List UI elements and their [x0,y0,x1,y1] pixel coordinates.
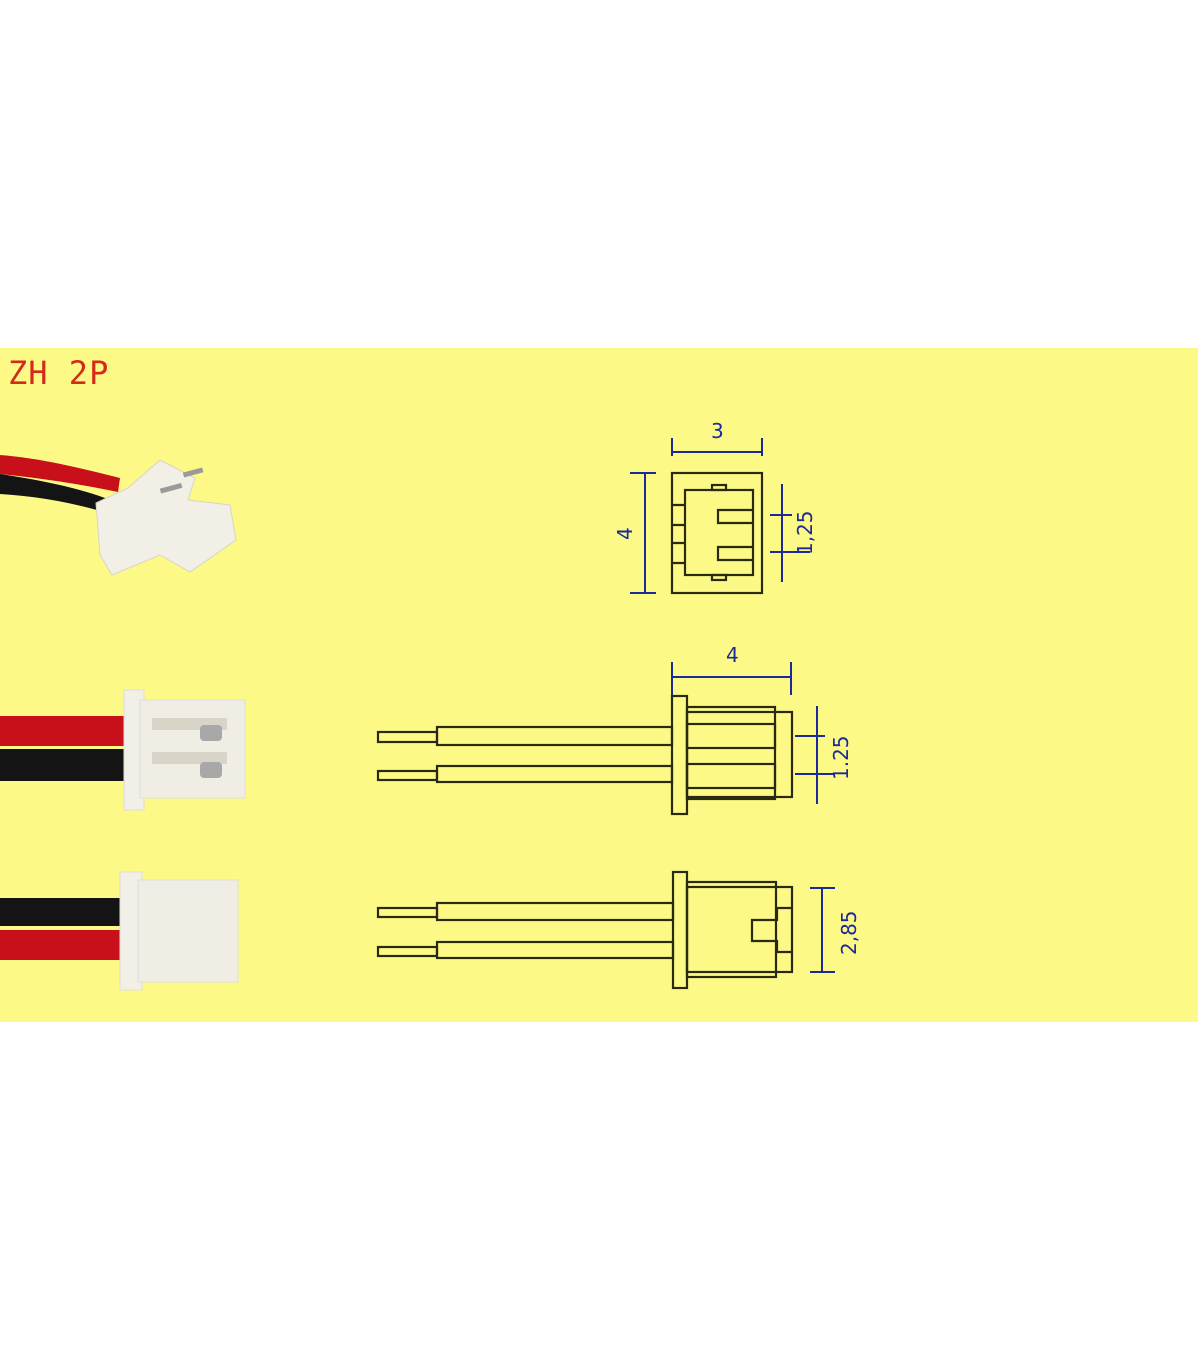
front-view-drawing [630,438,810,595]
side-view-drawing [376,662,835,816]
side-pitch-label: 1.25 [829,735,853,780]
front-height-label: 4 [613,527,637,540]
front-pitch-label: 1,25 [793,510,817,555]
bottom-view-drawing [376,870,835,990]
connector-top-photo [0,689,246,811]
front-width-label: 3 [711,419,724,443]
bottom-height-label: 2,85 [837,910,861,955]
connector-title: ZH 2P [8,354,110,392]
connector-angled-photo [0,455,237,576]
side-length-label: 4 [726,643,739,667]
connector-bottom-photo [0,871,239,991]
